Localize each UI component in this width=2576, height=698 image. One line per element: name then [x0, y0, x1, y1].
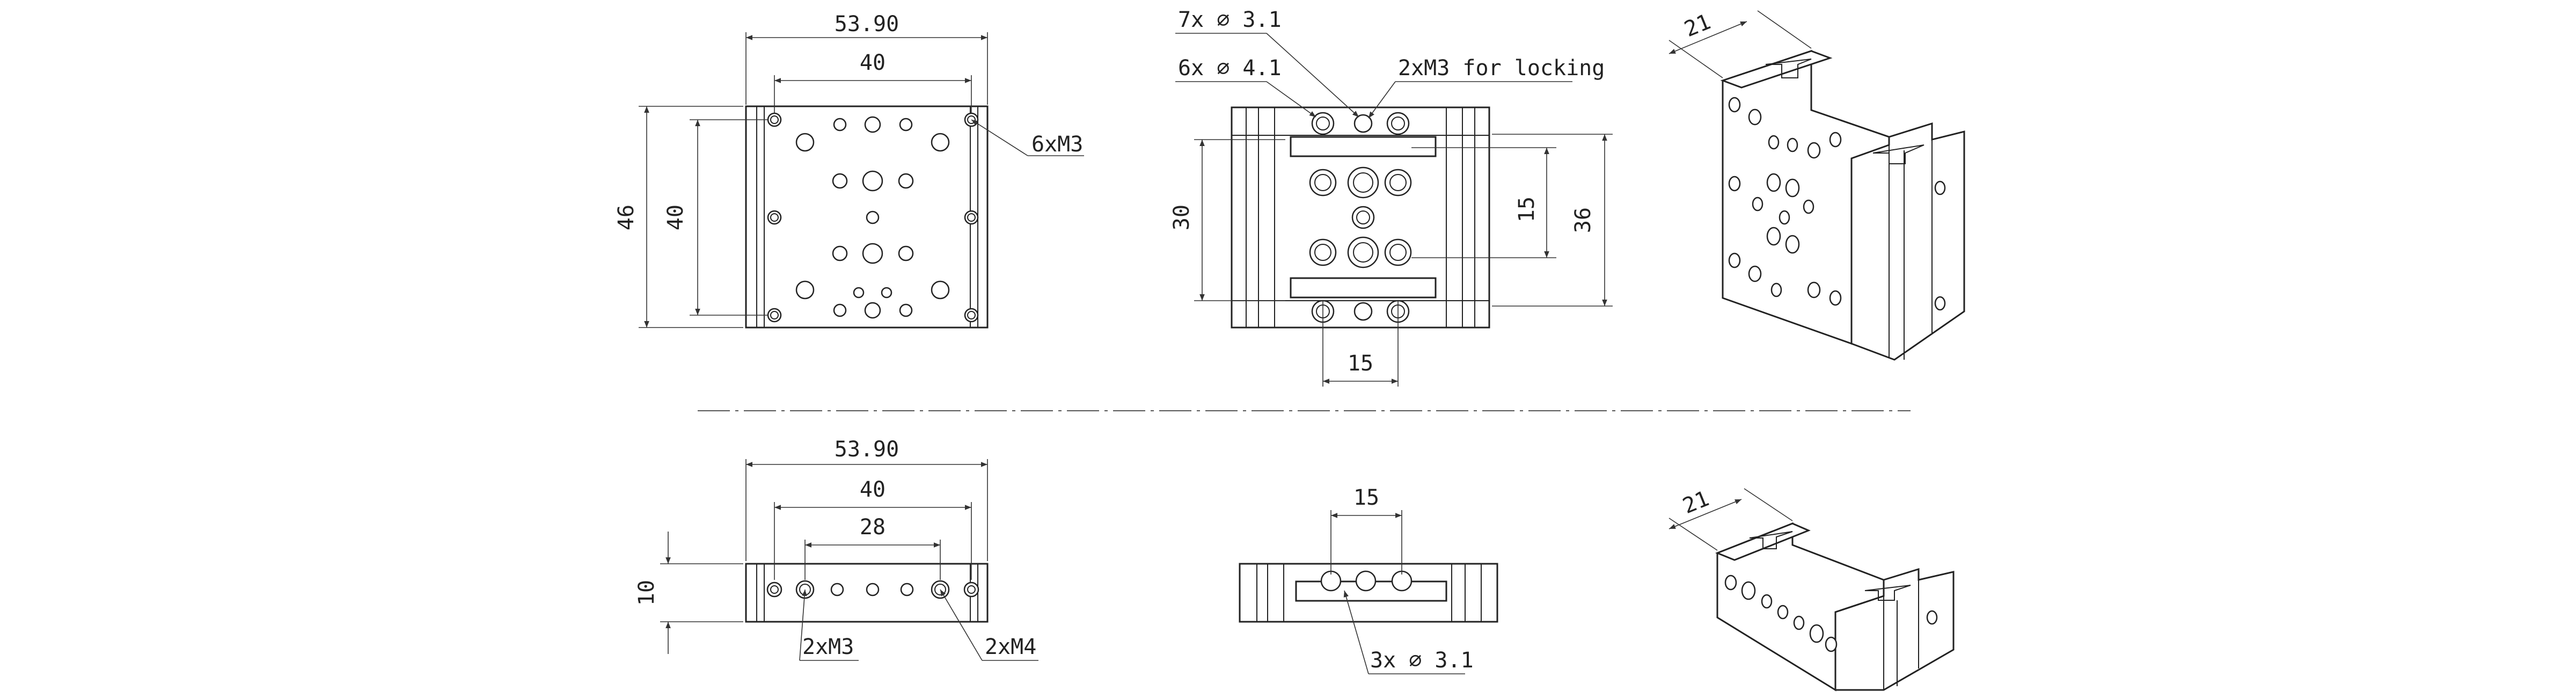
callout-6x-hole: 6x ⌀ 4.1: [1178, 56, 1282, 81]
bottom-front-view: 53.90 40 28 10 2xM3 2xM4: [634, 437, 1038, 661]
top-side-view: 7x ⌀ 3.1 6x ⌀ 4.1 2xM3 for locking 30 15…: [1169, 8, 1613, 387]
bottom-side-holes: [1320, 570, 1413, 592]
callout-right: 2xM4: [985, 635, 1036, 659]
bottom-side-view: 15 3x ⌀ 3.1: [1239, 485, 1498, 674]
dim-height-overall: 46: [614, 205, 639, 230]
dim-width-inner: 28: [860, 515, 885, 540]
hole-pattern: [795, 116, 950, 319]
callout-bottom-holes: 3x ⌀ 3.1: [1370, 648, 1474, 673]
top-iso-view: 21: [1668, 10, 1965, 361]
dim-width-overall-bottom: 53.90: [835, 437, 899, 462]
dim-height-36: 36: [1571, 207, 1596, 233]
dim-width-15: 15: [1348, 351, 1373, 376]
side-hole-group: [1309, 112, 1412, 323]
bottom-hole-row: [766, 580, 979, 599]
dim-width-15-bottom: 15: [1353, 485, 1379, 510]
bottom-iso-view: 21: [1668, 486, 1955, 692]
callout-7x-hole: 7x ⌀ 3.1: [1178, 8, 1282, 32]
dim-height-15: 15: [1514, 197, 1539, 222]
dim-width-overall: 53.90: [835, 12, 899, 37]
dim-width-holes-bottom: 40: [860, 477, 885, 502]
dim-height-holes: 40: [663, 205, 688, 230]
dim-height-30: 30: [1169, 205, 1194, 230]
dim-height-bottom: 10: [634, 580, 659, 606]
dim-width-holes: 40: [860, 50, 885, 75]
callout-locking: 2xM3 for locking: [1398, 56, 1605, 81]
callout-holes: 6xM3: [1031, 132, 1083, 157]
top-front-view: 53.90 40 46 40 6xM3: [614, 12, 1084, 329]
dim-depth-bottom: 21: [1679, 486, 1713, 519]
m3-hole-group: [767, 112, 979, 323]
callout-left: 2xM3: [802, 635, 854, 659]
iso-hole-group: [1728, 97, 1946, 311]
bottom-iso-holes: [1724, 575, 1938, 652]
